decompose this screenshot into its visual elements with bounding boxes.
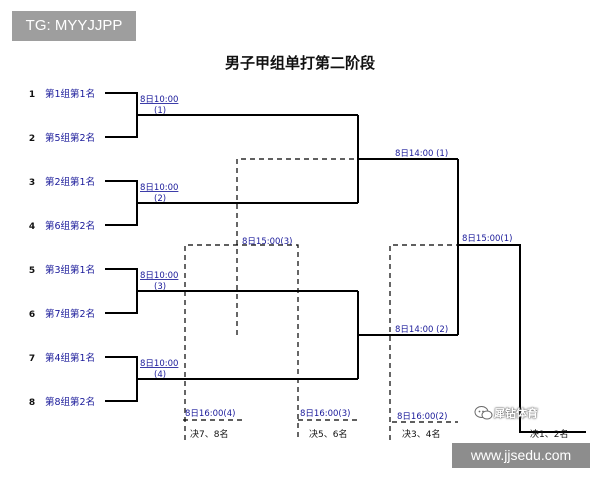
- watermark-brand-text: 犀钻体育: [494, 407, 538, 420]
- semifinal-label: 8日14:00 (1): [395, 149, 448, 159]
- placement-result: 决5、6名: [309, 428, 347, 440]
- round1-labels: 8日10:00 (1) 8日10:00 (2) 8日10:00 (3) 8日10…: [140, 95, 178, 380]
- entrant-names: 第1组第1名 第5组第2名 第2组第1名 第6组第2名 第3组第1名 第7组第2…: [45, 88, 95, 408]
- entrant-name: 第2组第1名: [45, 176, 95, 188]
- match-line-r1-2: [105, 180, 358, 226]
- entrant-name: 第5组第2名: [45, 132, 95, 144]
- match-number: (1): [154, 106, 166, 116]
- final-line: [457, 159, 586, 433]
- entrant-seed: 5: [29, 266, 35, 276]
- placement-time: 8日16:00(2): [397, 412, 447, 422]
- match-time: 8日10:00: [140, 95, 178, 105]
- semifinal-line-2: [357, 291, 458, 379]
- match-number: (2): [154, 194, 166, 204]
- placement-time: 8日16:00(4): [185, 409, 235, 419]
- entrant-name: 第1组第1名: [45, 88, 95, 100]
- entrant-seed: 1: [29, 90, 35, 100]
- entrant-seed: 8: [29, 398, 35, 408]
- entrant-name: 第4组第1名: [45, 352, 95, 364]
- final-label: 8日15:00(1): [462, 234, 512, 244]
- bracket-dashed-lines: [184, 158, 458, 440]
- placement-results: 决7、8名 决5、6名 决3、4名 决1、2名: [190, 428, 568, 440]
- consolation-5-8-loop: [236, 158, 358, 335]
- placement-result: 决3、4名: [402, 428, 440, 440]
- entrant-seed: 6: [29, 310, 35, 320]
- consolation-3-4-bracket: [389, 244, 458, 440]
- entrant-name: 第3组第1名: [45, 264, 95, 276]
- entrant-name: 第8组第2名: [45, 396, 95, 408]
- semifinal-line-1: [357, 115, 458, 203]
- semifinal-label: 8日14:00 (2): [395, 325, 448, 335]
- match-number: (4): [154, 370, 166, 380]
- page-title: 男子甲组单打第二阶段: [224, 54, 375, 72]
- entrant-seed: 4: [29, 222, 35, 232]
- consolation-label: 8日15:00(3): [242, 237, 292, 247]
- later-round-labels: 8日14:00 (1) 8日14:00 (2) 8日15:00(1) 8日15:…: [185, 149, 512, 422]
- chat-bubble-icon: [474, 406, 493, 420]
- entrant-seed: 7: [29, 354, 35, 364]
- entrant-name: 第7组第2名: [45, 308, 95, 320]
- match-time: 8日10:00: [140, 183, 178, 193]
- match-time: 8日10:00: [140, 359, 178, 369]
- match-line-r1-4: [105, 356, 358, 402]
- placement-time: 8日16:00(3): [300, 409, 350, 419]
- match-number: (3): [154, 282, 166, 292]
- consolation-7-8-bracket: [184, 244, 299, 440]
- match-line-r1-1: [105, 92, 358, 138]
- watermark-url: www.jjsedu.com: [452, 443, 590, 468]
- bracket-lines: [105, 92, 586, 433]
- entrant-seed: 3: [29, 178, 35, 188]
- placement-lines: [183, 419, 458, 423]
- placement-result: 决7、8名: [190, 428, 228, 440]
- placement-result: 决1、2名: [530, 428, 568, 440]
- watermark-brand: 犀钻体育: [474, 404, 538, 422]
- entrant-name: 第6组第2名: [45, 220, 95, 232]
- entrant-seeds: 1 2 3 4 5 6 7 8: [29, 90, 35, 408]
- tg-badge: TG: MYYJJPP: [12, 11, 136, 41]
- entrant-seed: 2: [29, 134, 35, 144]
- match-time: 8日10:00: [140, 271, 178, 281]
- match-line-r1-3: [105, 268, 358, 314]
